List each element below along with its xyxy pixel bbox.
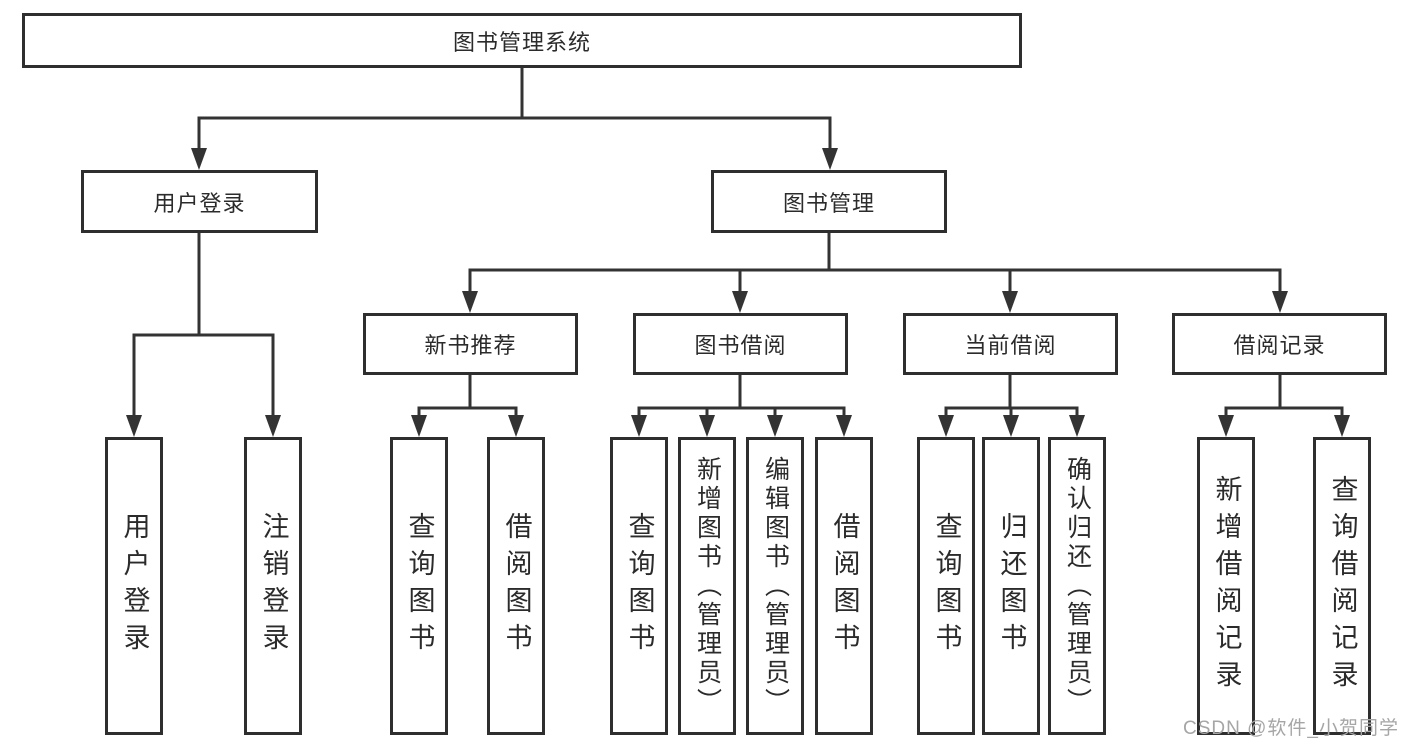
node-root-label: 图书管理系统 [452, 29, 591, 55]
leaf-records-add: 新增借阅记录 [1197, 437, 1255, 735]
leaf-current-query-label: 查询图书 [931, 512, 962, 660]
leaf-current-query: 查询图书 [917, 437, 975, 735]
arrow-leaf-4 [508, 415, 524, 437]
leaf-records-query: 查询借阅记录 [1313, 437, 1371, 735]
node-current-label: 当前借阅 [964, 333, 1057, 358]
node-book-mgmt: 图书管理 [711, 170, 947, 233]
leaf-user-login: 用户登录 [105, 437, 163, 735]
leaf-current-return: 归还图书 [982, 437, 1040, 735]
leaf-current-confirm-label: 确认归还（管理员） [1063, 455, 1092, 717]
arrow-leaf-3 [411, 415, 427, 437]
leaf-newbooks-borrow-label: 借阅图书 [501, 512, 532, 660]
leaf-newbooks-borrow: 借阅图书 [487, 437, 545, 735]
arrow-to-records [1272, 291, 1288, 313]
leaf-records-query-label: 查询借阅记录 [1327, 475, 1358, 697]
arrow-to-borrowing [732, 291, 748, 313]
node-book-mgmt-label: 图书管理 [782, 190, 875, 216]
node-borrowing-label: 图书借阅 [694, 333, 787, 358]
arrow-to-current [1002, 291, 1018, 313]
leaf-borrowing-add: 新增图书（管理员） [678, 437, 736, 735]
leaf-current-confirm: 确认归还（管理员） [1048, 437, 1106, 735]
node-records: 借阅记录 [1172, 313, 1387, 375]
leaf-borrowing-edit-label: 编辑图书（管理员） [761, 455, 790, 717]
leaf-logout-label: 注销登录 [258, 512, 289, 660]
node-new-books-label: 新书推荐 [424, 333, 517, 358]
arrow-leaf-10 [1003, 415, 1019, 437]
arrow-leaf-7 [767, 415, 783, 437]
leaf-newbooks-query-label: 查询图书 [404, 512, 435, 660]
node-borrowing: 图书借阅 [633, 313, 848, 375]
arrow-leaf-5 [631, 415, 647, 437]
arrow-leaf-13 [1334, 415, 1350, 437]
arrow-leaf-8 [836, 415, 852, 437]
node-user-login-label: 用户登录 [153, 190, 246, 216]
leaf-current-return-label: 归还图书 [996, 512, 1027, 660]
leaf-user-login-label: 用户登录 [119, 512, 150, 660]
leaf-newbooks-query: 查询图书 [390, 437, 448, 735]
node-records-label: 借阅记录 [1233, 333, 1326, 358]
arrow-to-book-mgmt [822, 148, 838, 170]
leaf-logout: 注销登录 [244, 437, 302, 735]
arrow-leaf-2 [265, 415, 281, 437]
node-current: 当前借阅 [903, 313, 1118, 375]
leaf-borrowing-borrow: 借阅图书 [815, 437, 873, 735]
arrow-leaf-6 [699, 415, 715, 437]
leaf-records-add-label: 新增借阅记录 [1211, 475, 1242, 697]
leaf-borrowing-edit: 编辑图书（管理员） [746, 437, 804, 735]
arrow-to-new-books [462, 291, 478, 313]
arrow-leaf-11 [1069, 415, 1085, 437]
arrow-leaf-9 [938, 415, 954, 437]
leaf-borrowing-borrow-label: 借阅图书 [829, 512, 860, 660]
leaf-borrowing-query-label: 查询图书 [624, 512, 655, 660]
node-root: 图书管理系统 [22, 13, 1022, 68]
node-new-books: 新书推荐 [363, 313, 578, 375]
node-user-login: 用户登录 [81, 170, 318, 233]
arrow-leaf-1 [126, 415, 142, 437]
arrow-to-user-login [191, 148, 207, 170]
leaf-borrowing-query: 查询图书 [610, 437, 668, 735]
arrow-leaf-12 [1218, 415, 1234, 437]
watermark: CSDN @软件_小贺同学 [1183, 718, 1399, 739]
leaf-borrowing-add-label: 新增图书（管理员） [693, 455, 722, 717]
